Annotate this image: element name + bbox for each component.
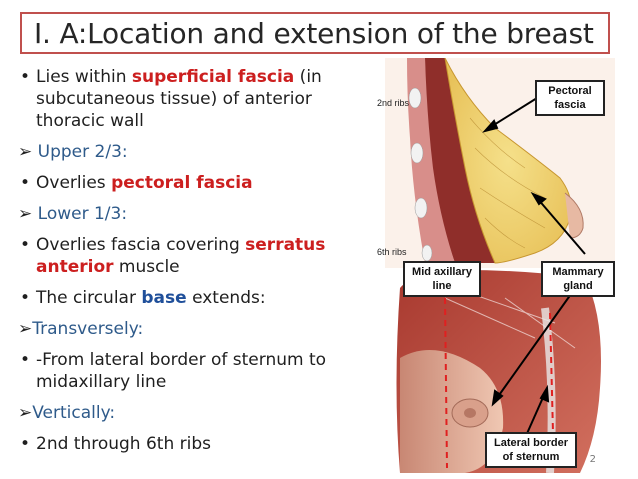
bullet-pectoral-fascia: Overlies pectoral fascia	[16, 172, 376, 194]
arrow-bullet-icon: ➢	[18, 204, 38, 224]
bullet-serratus: Overlies fascia covering serratus	[16, 234, 376, 256]
bullet-ribs: 2nd through 6th ribs	[16, 433, 376, 455]
label-mammary-gland: Mammary gland	[541, 261, 615, 297]
label-lateral-border-sternum: Lateral border of sternum	[485, 432, 577, 468]
term-anterior: anterior	[36, 257, 114, 277]
bullet-circular-base: The circular base extends:	[16, 287, 376, 309]
sub-heading-lower: ➢ Lower 1/3:	[18, 204, 128, 224]
arrow-bullet-icon: ➢	[18, 403, 33, 423]
rib6-label: 6th ribs	[377, 247, 407, 257]
arrow-bullet-icon: ➢	[18, 142, 38, 162]
term-serratus: serratus	[245, 235, 326, 255]
bullet-superficial-fascia-line2: subcutaneous tissue) of anterior	[36, 89, 312, 109]
term-base: base	[141, 288, 187, 308]
rib2-label: 2nd ribs	[377, 98, 410, 108]
term-superficial-fascia: superficial fascia	[131, 67, 295, 87]
bullet-list: Lies within superficial fascia (in subcu…	[16, 66, 376, 455]
title-box: I. A:Location and extension of the breas…	[20, 12, 610, 54]
bullet-superficial-fascia-line3: thoracic wall	[36, 111, 144, 131]
bullet-serratus-line2: anterior muscle	[36, 257, 180, 277]
page-number: 2	[589, 454, 596, 465]
term-pectoral-fascia: pectoral fascia	[111, 173, 253, 193]
bullet-sternum-to-midaxillary-line2: midaxillary line	[36, 372, 167, 392]
bullet-superficial-fascia: Lies within superficial fascia (in	[16, 66, 376, 88]
sub-heading-upper: ➢ Upper 2/3:	[18, 142, 128, 162]
label-mid-axillary-line: Mid axillary line	[403, 261, 481, 297]
bullet-sternum-to-midaxillary: -From lateral border of sternum to	[16, 349, 376, 371]
sub-heading-vertically: ➢Vertically:	[18, 403, 116, 423]
arrow-bullet-icon: ➢	[18, 319, 33, 339]
label-pectoral-fascia: Pectoral fascia	[535, 80, 605, 116]
sub-heading-transversely: ➢Transversely:	[18, 319, 144, 339]
breast-anatomy-figure: 2nd ribs 6th ribs Pectoral fascia Mid ax…	[377, 57, 615, 474]
slide-title: I. A:Location and extension of the breas…	[34, 17, 594, 50]
